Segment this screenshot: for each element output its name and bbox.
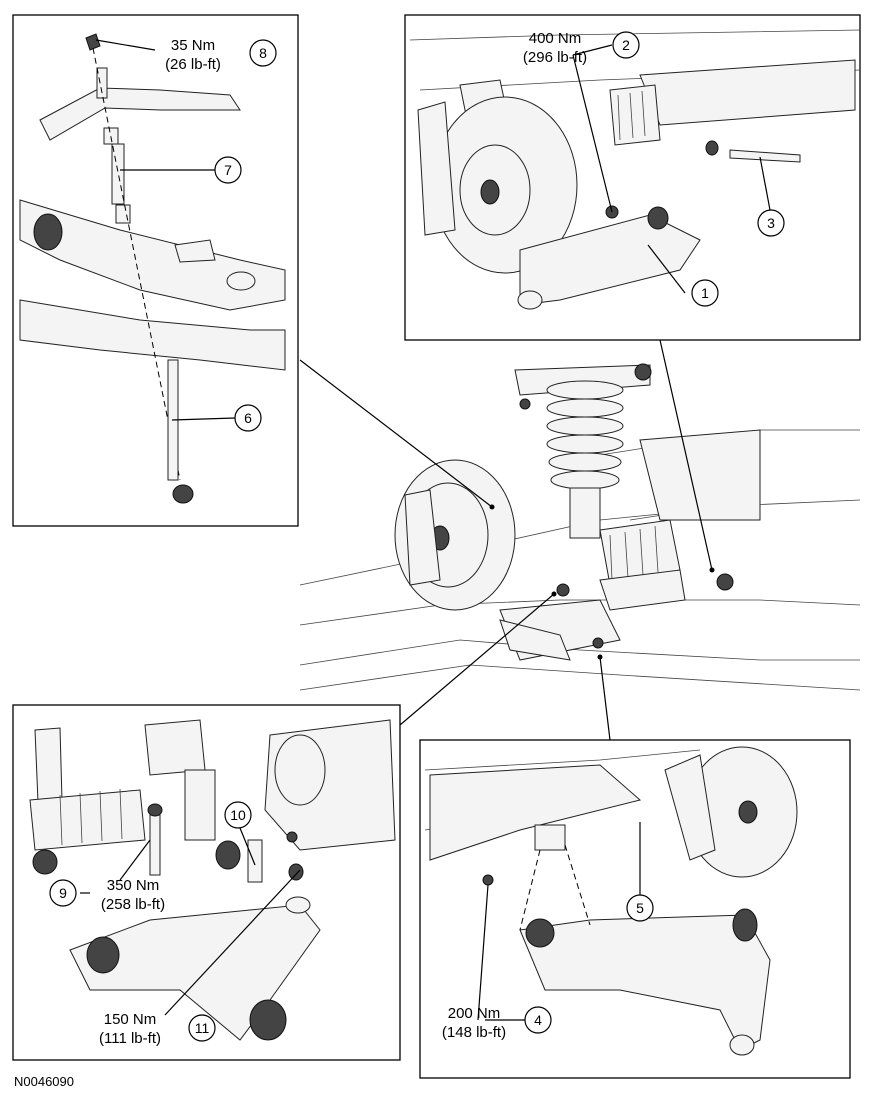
svg-text:8: 8 xyxy=(259,45,267,61)
torque-8-nm: 35 Nm xyxy=(171,37,215,54)
svg-text:1: 1 xyxy=(701,285,709,301)
callout-7: 7 xyxy=(214,156,242,184)
callout-6: 6 xyxy=(234,404,262,432)
svg-text:5: 5 xyxy=(636,900,644,916)
svg-text:11: 11 xyxy=(195,1020,210,1036)
figure-code: N0046090 xyxy=(14,1074,74,1089)
torque-11-nm: 150 Nm xyxy=(104,1011,157,1028)
svg-text:7: 7 xyxy=(224,162,232,178)
center-assembly xyxy=(299,363,861,691)
svg-text:2: 2 xyxy=(622,37,630,53)
torque-4-lbft: (148 lb-ft) xyxy=(442,1024,506,1041)
torque-9-nm: 350 Nm xyxy=(107,877,160,894)
svg-text:9: 9 xyxy=(59,885,67,901)
panel-a-parts xyxy=(19,33,286,504)
callout-9: 9 xyxy=(49,879,77,907)
svg-text:10: 10 xyxy=(230,807,246,823)
panel-b-parts xyxy=(409,29,861,310)
callout-5: 5 xyxy=(626,894,654,922)
svg-text:4: 4 xyxy=(534,1012,542,1028)
svg-text:6: 6 xyxy=(244,410,252,426)
callout-4: 4 xyxy=(524,1006,552,1034)
torque-9-lbft: (258 lb-ft) xyxy=(101,896,165,913)
torque-11-lbft: (111 lb-ft) xyxy=(99,1030,161,1047)
callout-10: 10 xyxy=(224,801,252,829)
panel-d-parts xyxy=(424,746,798,1056)
torque-2-lbft: (296 lb-ft) xyxy=(523,49,587,66)
panel-c-parts xyxy=(29,719,396,1041)
callout-3: 3 xyxy=(757,209,785,237)
callout-8: 8 xyxy=(249,39,277,67)
torque-4-nm: 200 Nm xyxy=(448,1005,501,1022)
inset-connectors xyxy=(299,339,713,741)
callout-11: 11 xyxy=(188,1014,216,1042)
svg-text:3: 3 xyxy=(767,215,775,231)
coil-spring xyxy=(546,380,624,490)
torque-2-nm: 400 Nm xyxy=(529,30,582,47)
torque-8-lbft: (26 lb-ft) xyxy=(165,56,221,73)
callout-2: 2 xyxy=(612,31,640,59)
callout-1: 1 xyxy=(691,279,719,307)
